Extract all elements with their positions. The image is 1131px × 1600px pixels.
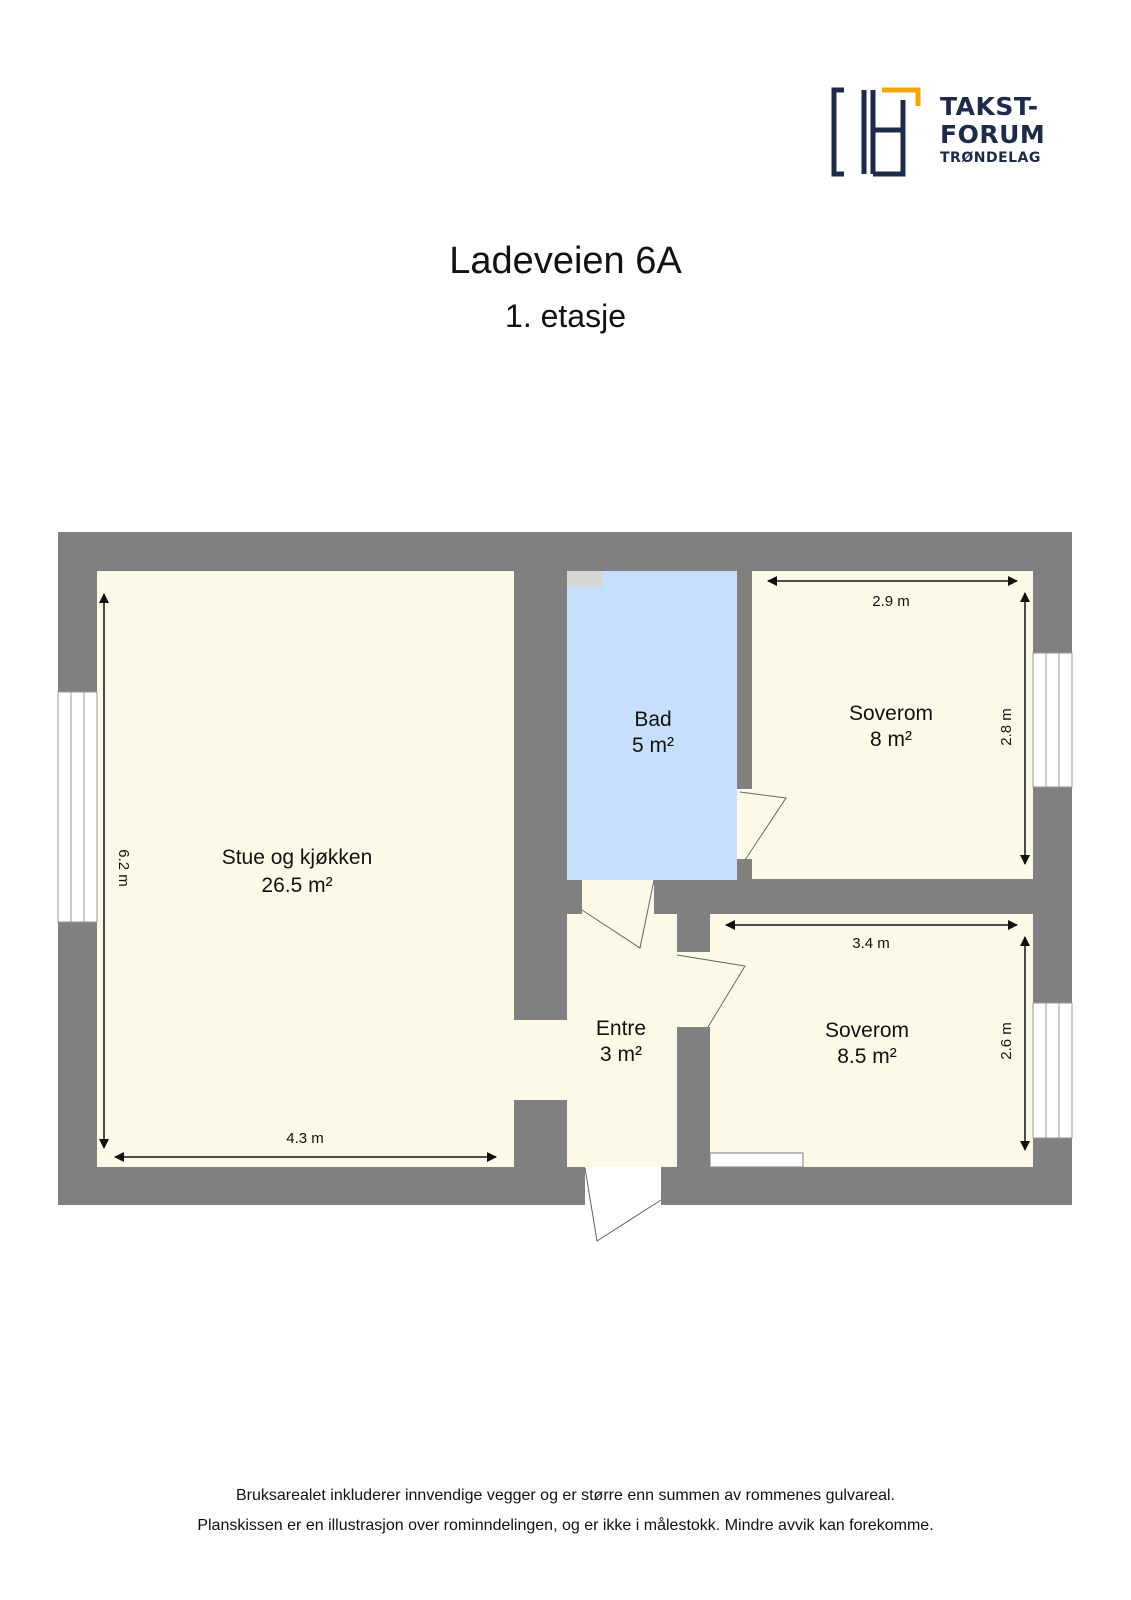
takst-forum-logo-icon — [831, 87, 921, 177]
bad-door-swing — [581, 879, 655, 949]
room-label-stue: Stue og kjøkken — [222, 846, 373, 869]
room-area-soverom2: 8.5 m² — [837, 1045, 897, 1068]
room-soverom1-floor — [752, 571, 1033, 879]
logo-line-trondelag: TRØNDELAG — [940, 150, 1041, 166]
room-label-entre: Entre — [596, 1017, 646, 1040]
disclaimer-scale: Planskissen er en illustrasjon over romi… — [197, 1517, 934, 1534]
closet — [709, 1152, 804, 1168]
soverom2-door-swing — [676, 954, 746, 1028]
room-label-soverom2: Soverom — [825, 1019, 909, 1042]
bath-fixture — [567, 571, 603, 587]
floor-subtitle: 1. etasje — [505, 298, 626, 334]
window-left — [57, 691, 98, 923]
stue-entre-opening — [514, 1020, 567, 1100]
front-door-swing — [584, 1167, 662, 1242]
room-label-soverom1: Soverom — [849, 702, 933, 725]
dim-label-soverom1-width: 2.9 m — [872, 593, 910, 610]
page-title: Ladeveien 6A — [449, 240, 682, 282]
soverom1-door-gap — [737, 789, 752, 859]
room-label-bad: Bad — [634, 708, 671, 731]
front-door-gap — [585, 1167, 661, 1205]
window-soverom2 — [1032, 1002, 1073, 1139]
room-stue-floor — [97, 571, 514, 1167]
dim-label-soverom1-height: 2.8 m — [998, 708, 1015, 746]
room-area-stue: 26.5 m² — [261, 874, 332, 897]
dim-label-soverom2-height: 2.6 m — [998, 1022, 1015, 1060]
room-area-bad: 5 m² — [632, 734, 674, 757]
window-soverom1 — [1032, 652, 1073, 788]
room-entre-floor — [567, 914, 677, 1167]
room-area-entre: 3 m² — [600, 1043, 642, 1066]
disclaimer-area: Bruksarealet inkluderer innvendige vegge… — [236, 1487, 895, 1504]
dim-label-stue-width: 4.3 m — [286, 1130, 324, 1147]
dim-label-stue-height: 6.2 m — [115, 849, 132, 887]
logo-wordmark: TAKST- FORUM TRØNDELAG — [940, 94, 1045, 165]
room-bad-floor — [567, 571, 737, 880]
room-soverom2-floor — [710, 914, 1033, 1167]
dim-label-soverom2-width: 3.4 m — [852, 935, 890, 952]
logo-line-forum: FORUM — [940, 120, 1046, 149]
room-area-soverom1: 8 m² — [870, 728, 912, 751]
soverom1-door-swing — [739, 791, 787, 861]
entre-door-gap — [677, 952, 710, 1027]
logo-line-takst: TAKST- — [940, 92, 1039, 121]
bad-door-gap — [582, 880, 654, 914]
